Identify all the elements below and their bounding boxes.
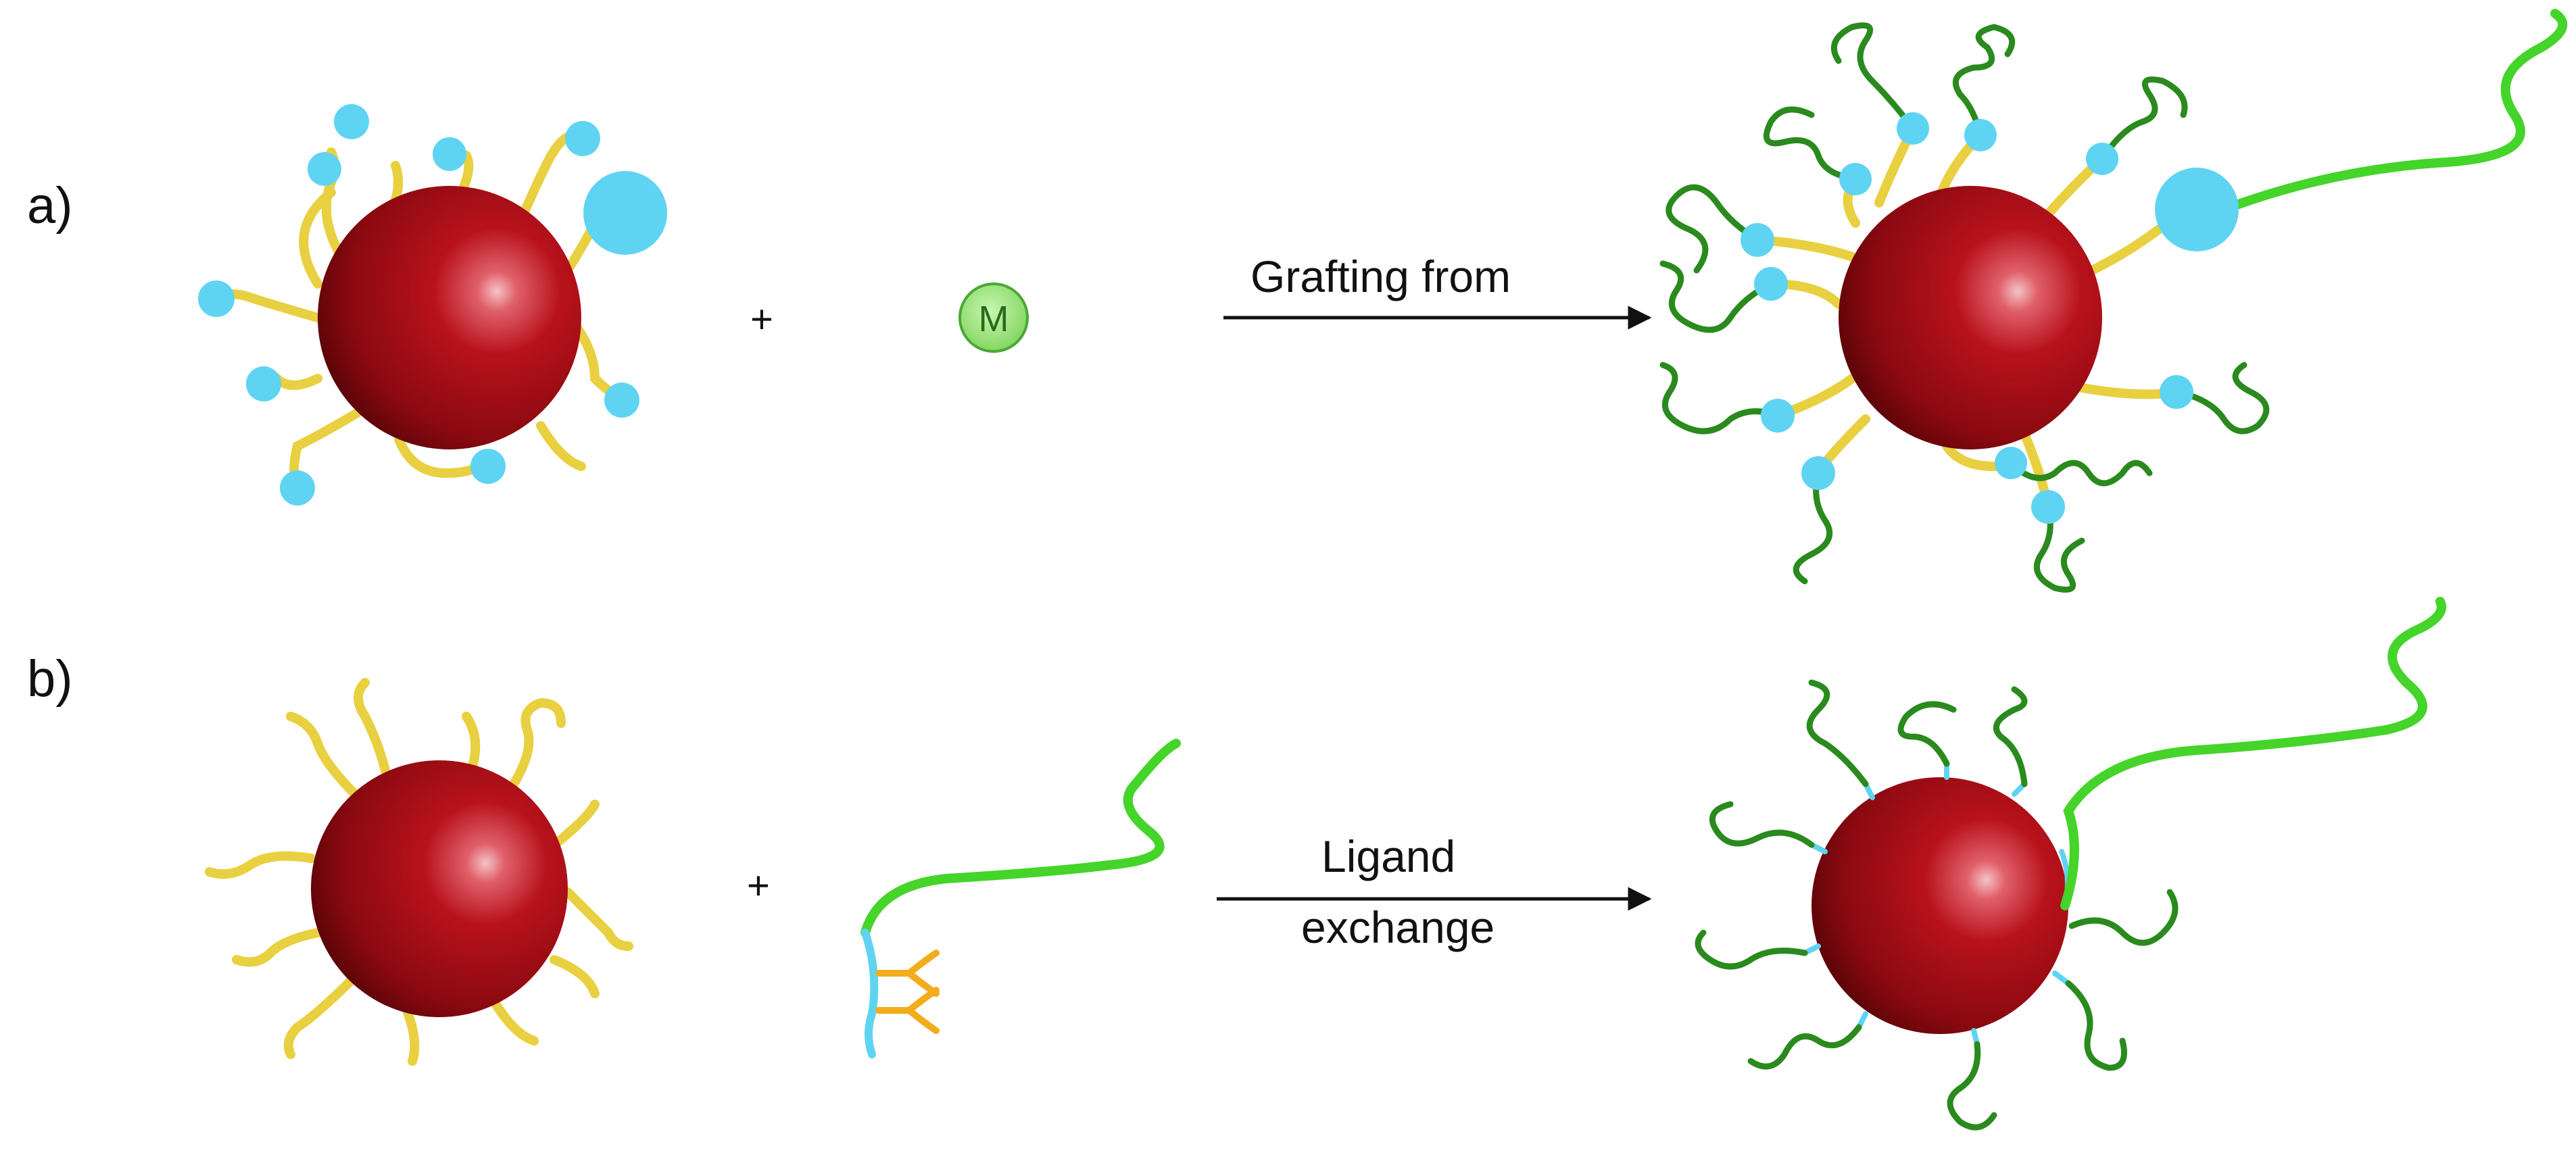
- nanoparticle-core: [1839, 186, 2102, 449]
- ligand-chain: [563, 887, 633, 951]
- initiator-dot: [2086, 143, 2118, 175]
- initiator-dot: [2160, 375, 2193, 409]
- capping-ligands: [205, 678, 633, 1066]
- initiator-dot: [1964, 119, 1997, 151]
- polymer-ligand-chain: [860, 739, 1181, 937]
- polymer-chain: [2068, 889, 2179, 946]
- polymer-chain: [1763, 106, 1862, 182]
- initiator-dot: [1801, 456, 1835, 490]
- initiator-dot: [433, 137, 466, 171]
- panel-b-label: b): [27, 650, 73, 708]
- initiator-groups: [198, 104, 667, 506]
- initiator-dot: [280, 470, 315, 506]
- initiator-dot: [470, 449, 506, 484]
- panel-b: b) +: [27, 597, 2446, 1131]
- polymer-ligand: [860, 739, 1181, 1058]
- exchanged-polymer-brushes: [1695, 679, 2179, 1131]
- exchanged-particle: [1695, 597, 2446, 1131]
- initiator-dot: [1839, 163, 1872, 195]
- polymer-chain: [2173, 362, 2270, 435]
- polymer-chain: [2033, 504, 2085, 593]
- ligand-chain: [354, 678, 390, 775]
- initiator-dot: [198, 280, 235, 317]
- initiator-dot: [583, 171, 667, 255]
- polymer-chain: [1709, 801, 1815, 848]
- initiator-dot: [2031, 490, 2065, 524]
- polymer-chain: [1747, 1024, 1862, 1070]
- polymer-chain: [2065, 980, 2127, 1071]
- polymer-chain: [1830, 22, 1916, 132]
- anchor-icon: [875, 987, 940, 1034]
- initiator-dot: [1741, 223, 1774, 257]
- anchor-groups: [875, 950, 940, 1034]
- monomer-circle: [958, 283, 1029, 353]
- polymer-chain: [1659, 260, 1774, 333]
- anchor-icon: [875, 950, 940, 997]
- initiator-dot: [2155, 168, 2239, 251]
- initiator-dot: [308, 152, 341, 186]
- grafting-from-arrow: Grafting from: [1223, 251, 1652, 330]
- ligand-chain: [299, 188, 336, 289]
- polymer-chain: [1806, 679, 1869, 787]
- grafted-particle: [1659, 9, 2568, 593]
- monomer: M: [958, 283, 1029, 353]
- polymer-chain: [1897, 701, 1957, 767]
- anchor-segment: [861, 929, 879, 1058]
- polymer-chain: [1952, 24, 2016, 139]
- ligand-chain: [232, 928, 322, 967]
- ligand-chain: [536, 421, 586, 471]
- polymer-chain: [1659, 362, 1781, 435]
- nanoparticle-core: [311, 760, 568, 1017]
- long-polymer-chain: [2060, 597, 2446, 910]
- ligand-chain: [286, 712, 363, 802]
- polymer-chain: [1666, 184, 1761, 274]
- ligand-chain: [283, 975, 356, 1059]
- capped-particle: [205, 678, 633, 1066]
- arrow-label-line1: Ligand: [1321, 831, 1455, 881]
- long-polymer-chain: [2219, 9, 2568, 214]
- ligand-chain: [205, 851, 316, 879]
- initiator-dot: [565, 121, 600, 156]
- ligand-chain: [394, 435, 485, 479]
- ligand-chain: [550, 800, 600, 850]
- panel-a-label: a): [27, 177, 73, 235]
- panel-a: a) +: [27, 9, 2568, 593]
- nanoparticle-core: [1812, 777, 2068, 1034]
- arrow-label-line2: exchange: [1301, 902, 1494, 952]
- ligand-exchange-arrow: Ligand exchange: [1217, 831, 1652, 952]
- polymer-chain: [1993, 686, 2028, 787]
- initiator-dot: [604, 383, 639, 418]
- polymer-chain: [1947, 1041, 1997, 1131]
- ligand-chain: [401, 1002, 420, 1066]
- grafted-initiator-groups: [1741, 112, 2239, 524]
- plus-sign: +: [747, 864, 770, 908]
- ligand-chain: [462, 712, 481, 768]
- ligand-chain: [489, 996, 539, 1046]
- initiator-dot: [1897, 112, 1929, 145]
- ligand-chain: [509, 697, 566, 789]
- polymer-chain: [2099, 76, 2188, 162]
- ligand-chain: [550, 955, 600, 998]
- nanoparticle-core: [318, 186, 581, 449]
- polymer-chain: [2008, 460, 2153, 487]
- initiator-dot: [1761, 399, 1795, 433]
- initiator-dot: [334, 104, 369, 139]
- initiator-dot: [1754, 267, 1788, 301]
- monomer-symbol: M: [979, 299, 1009, 339]
- arrow-label: Grafting from: [1250, 251, 1511, 301]
- initiator-dot: [246, 366, 281, 401]
- polymer-chain: [1695, 929, 1808, 970]
- initiator-dot: [1995, 447, 2027, 479]
- plus-sign: +: [750, 297, 773, 341]
- polymer-brushes: [1659, 22, 2270, 593]
- polymer-chain: [1793, 470, 1833, 585]
